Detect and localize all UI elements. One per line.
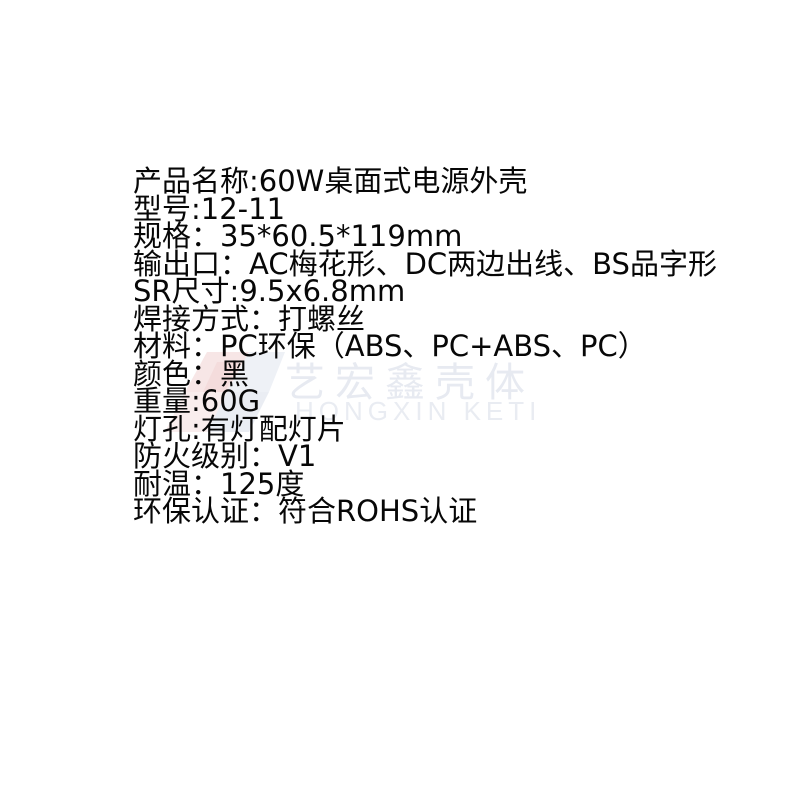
- spec-line-dimensions: 规格：35*60.5*119mm: [133, 219, 463, 253]
- spec-line-model: 型号:12-11: [133, 191, 286, 226]
- spec-line-output-port: 输出口：AC梅花形、DC两边出线、BS品字形: [133, 246, 717, 281]
- spec-line-product-name: 产品名称:60W桌面式电源外壳: [133, 164, 528, 198]
- spec-list: 产品名称:60W桌面式电源外壳 型号:12-11 规格：35*60.5*119m…: [133, 164, 793, 528]
- spec-line-sr-size: SR尺寸:9.5x6.8mm: [133, 274, 406, 308]
- spec-line-temperature: 耐温：125度: [133, 466, 305, 501]
- spec-line-fire-rating: 防火级别：V1: [133, 439, 317, 473]
- spec-line-certification: 环保认证：符合ROHS认证: [133, 494, 478, 528]
- spec-line-welding-method: 焊接方式：打螺丝: [133, 301, 366, 336]
